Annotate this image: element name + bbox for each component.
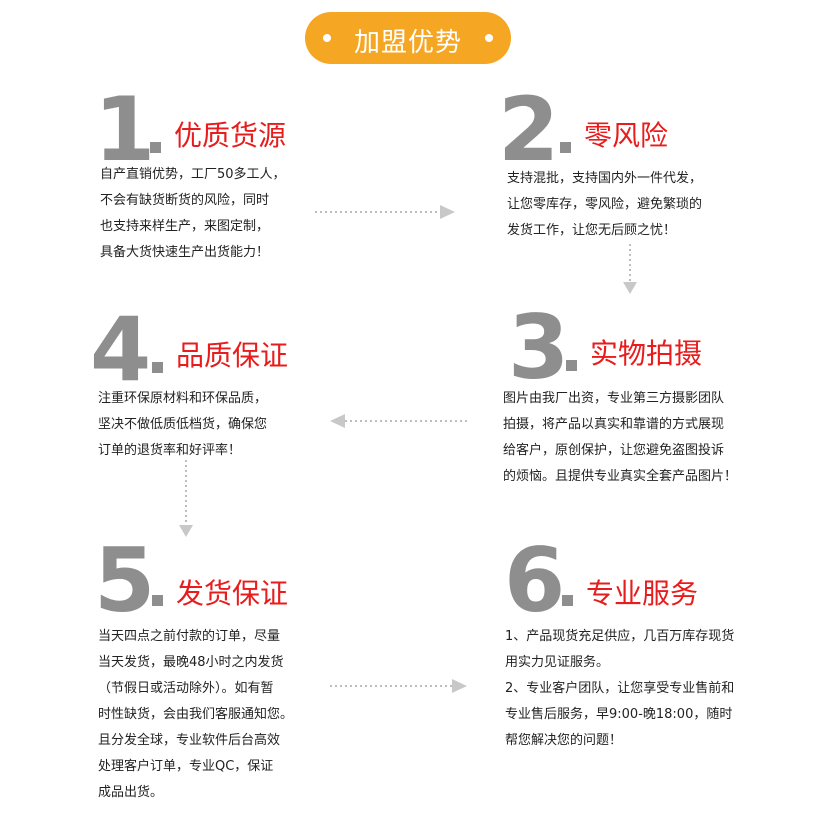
arrow-down-icon [179,525,193,537]
step-number-dot [562,595,573,606]
header-banner: 加盟优势 [305,12,511,64]
arrow-right-icon [440,205,455,219]
body-line: （节假日或活动除外）。如有暂 [98,681,274,696]
dot-icon [485,34,493,42]
body-line: 不会有缺货断货的风险，同时 [100,193,270,208]
body-line: 自产直销优势，工厂50多工人， [100,167,286,182]
body-line: 注重环保原材料和环保品质， [98,391,268,406]
step-number: 4 [90,298,152,401]
body-line: 发货工作，让您无后顾之忧！ [507,223,677,238]
body-line: 成品出货。 [98,785,164,800]
section-body: 注重环保原材料和环保品质， 坚决不做低质低档货，确保您 订单的退货率和好评率！ [98,386,267,464]
header-title: 加盟优势 [353,28,462,58]
body-line: 具备大货快速生产出货能力！ [100,245,270,260]
body-line: 支持混批，支持国内外一件代发， [507,171,703,186]
step-number: 1 [94,78,156,181]
section-body: 当天四点之前付款的订单，尽量 当天发货，最晚48小时之内发货 （节假日或活动除外… [98,624,293,806]
step-number-dot [566,360,577,371]
body-line: 订单的退货率和好评率！ [98,443,242,458]
body-line: 时性缺货，会由我们客服通知您。 [98,707,294,722]
section-title: 专业服务 [586,577,699,610]
arrow-down-icon [623,282,637,294]
section-body: 图片由我厂出资，专业第三方摄影团队 拍摄，将产品以真实和靠谱的方式展现 给客户，… [503,386,737,490]
body-line: 2、专业客户团队，让您享受专业售前和 [505,681,735,696]
step-number-dot [150,142,161,153]
body-line: 1、产品现货充足供应，几百万库存现货 [505,629,735,644]
section-title: 发货保证 [176,577,289,610]
body-line: 当天发货，最晚48小时之内发货 [98,655,284,670]
step-number: 5 [94,529,156,632]
section-title: 零风险 [584,119,669,152]
step-number: 2 [498,78,560,181]
body-line: 帮您解决您的问题！ [505,733,623,748]
arrow-left-icon [330,414,345,428]
body-line: 坚决不做低质低档货，确保您 [98,417,268,432]
section-body: 自产直销优势，工厂50多工人， 不会有缺货断货的风险，同时 也支持来样生产，来图… [100,162,286,266]
body-line: 让您零库存，零风险，避免繁琐的 [507,197,703,212]
body-line: 且分发全球，专业软件后台高效 [98,733,281,748]
body-line: 用实力见证服务。 [505,655,610,670]
step-number-dot [152,595,163,606]
body-line: 给客户，原创保护，让您避免盗图投诉 [503,443,725,458]
step-number: 3 [508,296,570,399]
arrow-right-icon [452,679,467,693]
body-line: 当天四点之前付款的订单，尽量 [98,629,281,644]
step-number: 6 [504,529,566,632]
body-line: 图片由我厂出资，专业第三方摄影团队 [503,391,725,406]
section-body: 1、产品现货充足供应，几百万库存现货 用实力见证服务。 2、专业客户团队，让您享… [505,624,734,754]
dot-icon [323,34,331,42]
section-title: 品质保证 [176,339,289,372]
body-line: 拍摄，将产品以真实和靠谱的方式展现 [503,417,725,432]
step-number-dot [560,142,571,153]
section-title: 优质货源 [174,119,287,152]
body-line: 处理客户订单，专业QC，保证 [98,759,274,774]
body-line: 也支持来样生产，来图定制， [100,219,270,234]
step-number-dot [152,362,163,373]
section-body: 支持混批，支持国内外一件代发， 让您零库存，零风险，避免繁琐的 发货工作，让您无… [507,166,702,244]
body-line: 的烦恼。且提供专业真实全套产品图片！ [503,469,738,484]
body-line: 专业售后服务，早9:00-晚18:00，随时 [505,707,733,722]
section-title: 实物拍摄 [590,337,703,370]
